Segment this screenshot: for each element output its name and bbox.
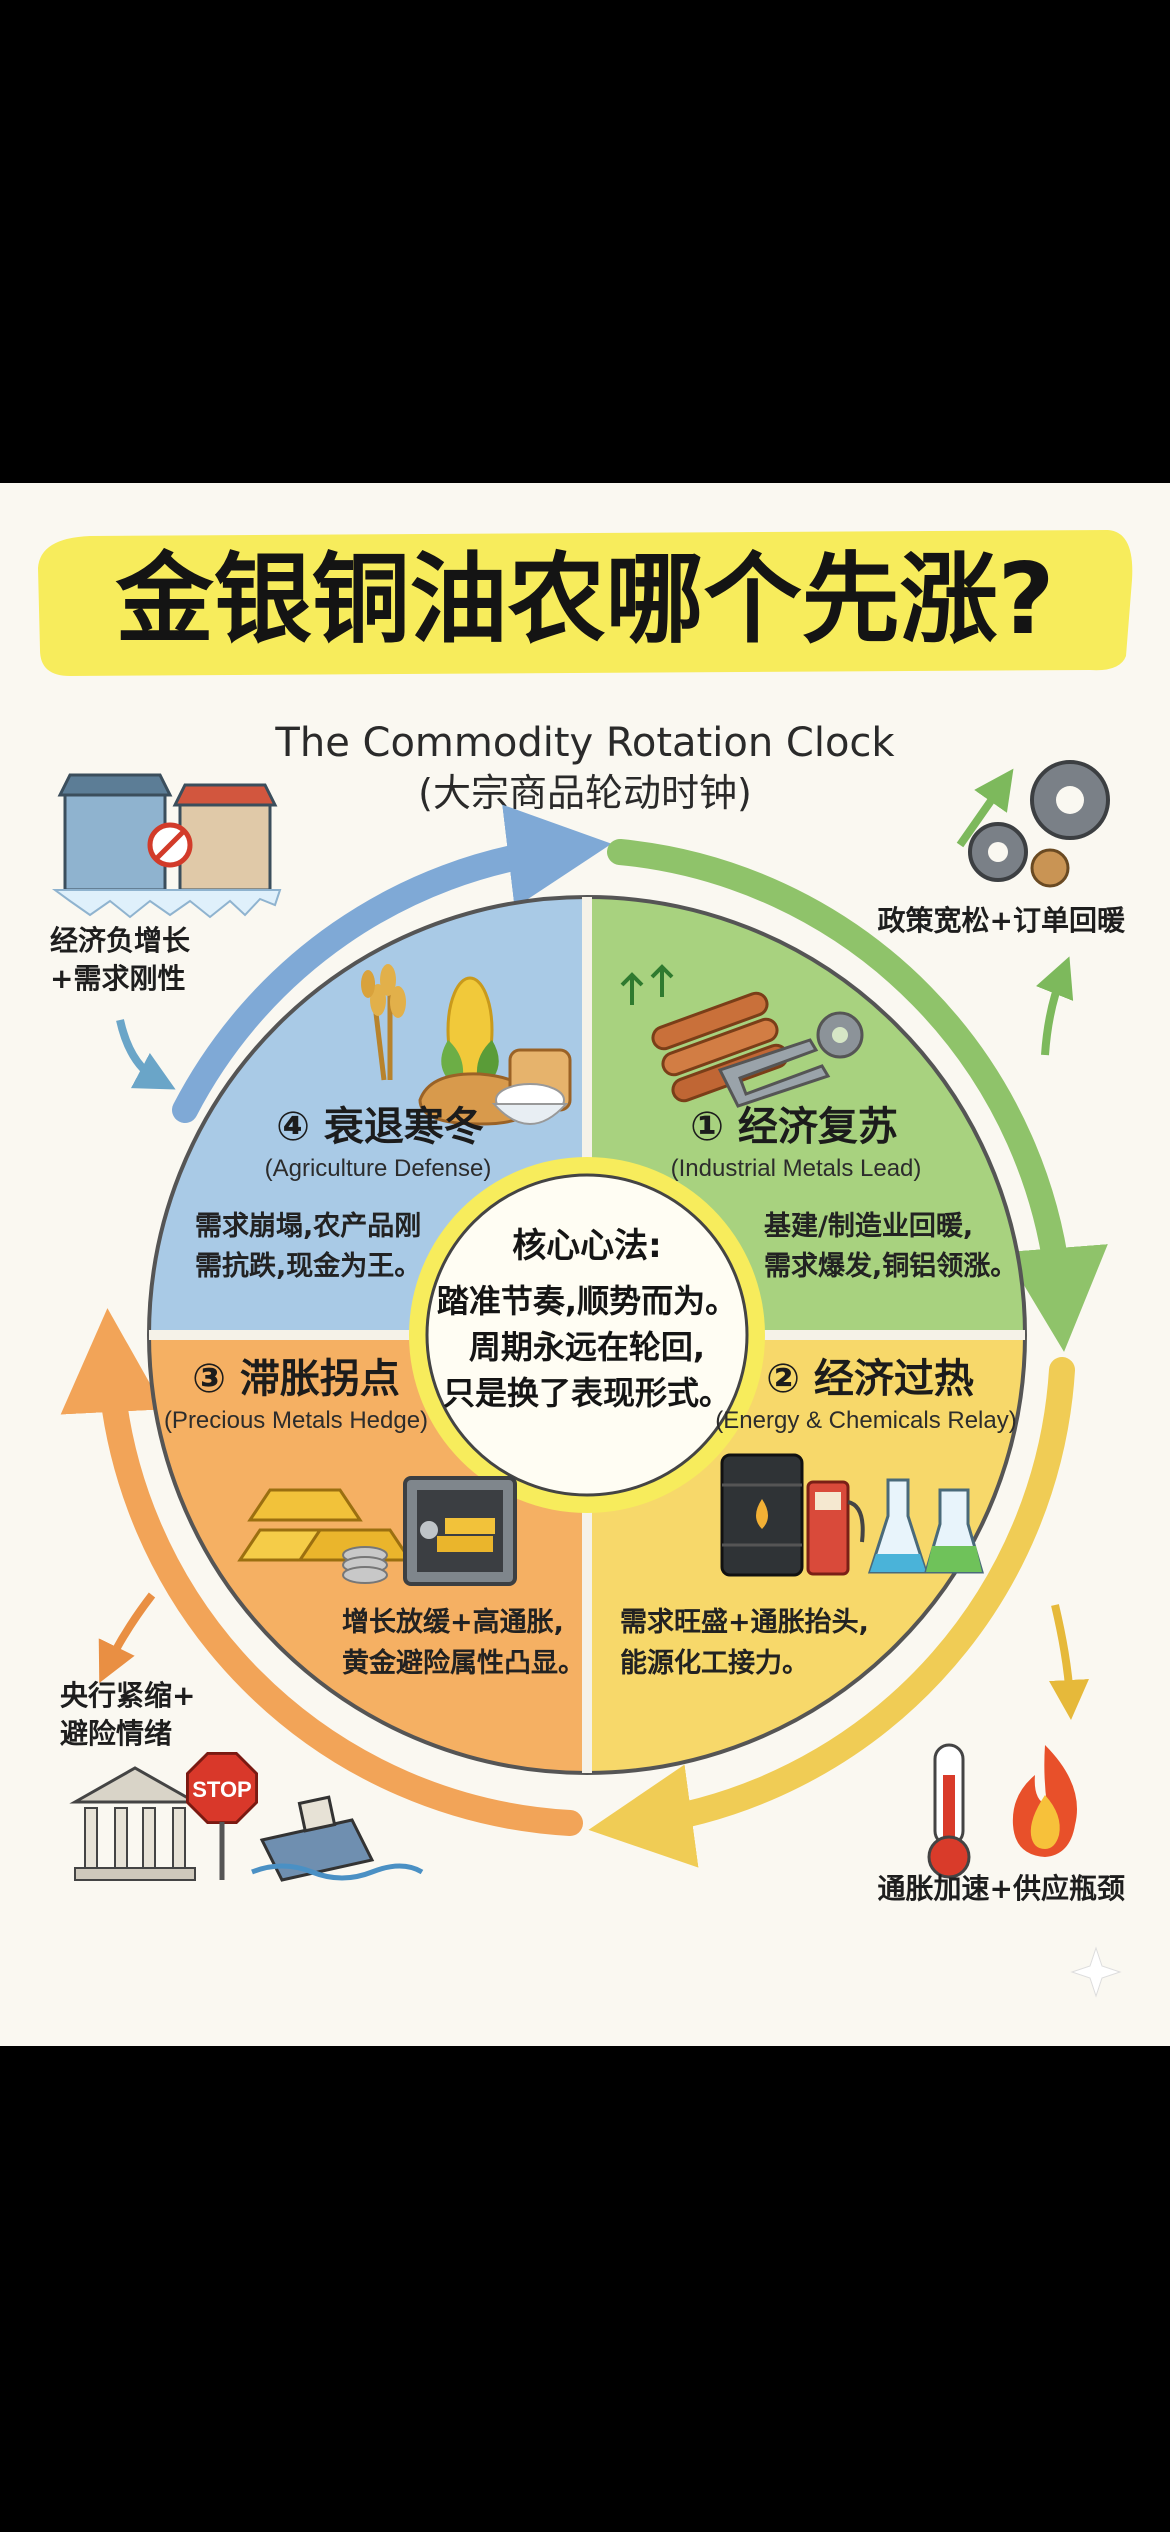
quadrant-1-title: ① 经济复苏 xyxy=(690,1104,898,1150)
arrow-orange-bottom-left xyxy=(60,1308,583,1836)
corner-top-left: 经济负增长 +需求刚性 xyxy=(50,773,282,1090)
core-line-1: 踏准节奏,顺势而为。 xyxy=(437,1282,737,1320)
core-circle xyxy=(425,1173,749,1497)
arrow-yellow-bottom-right xyxy=(588,1357,1075,1868)
sparkle-icon xyxy=(1070,1946,1122,1998)
quadrant-4-desc-2: 需抗跌,现金为王。 xyxy=(195,1250,421,1282)
oil-barrel-icon xyxy=(720,1453,804,1577)
quadrant-1-desc-2: 需求爆发,铜铝领涨。 xyxy=(764,1250,1017,1282)
quadrant-4: ④ 衰退寒冬 (Agriculture Defense) 需求崩塌,农产品刚 需… xyxy=(195,964,572,1282)
arrow-top-right-up xyxy=(1036,956,1074,1056)
core-line-3: 只是换了表现形式。 xyxy=(443,1374,731,1412)
arrow-blue-top-left xyxy=(172,804,612,1123)
wheat-icon xyxy=(361,964,406,1081)
corner-bottom-right: 通胀加速+供应瓶颈 xyxy=(878,1604,1125,1905)
gears-icon xyxy=(968,760,1110,888)
outer-cycle-arrows xyxy=(60,804,1108,1868)
arrow-bottom-right-down xyxy=(1049,1604,1089,1720)
page-title: 金银铜油农哪个先涨? xyxy=(115,543,1055,657)
steel-beam-icon xyxy=(717,1038,831,1108)
stop-sign-icon xyxy=(186,1752,258,1880)
transition-top-left-1: 经济负增长 xyxy=(50,924,190,957)
quadrant-1-desc-1: 基建/制造业回暖, xyxy=(764,1211,973,1242)
corner-bottom-left: 央行紧缩+ 避险情绪 STOP xyxy=(60,1592,424,1882)
arrow-green-top-right xyxy=(607,839,1108,1352)
quadrant-1: ① 经济复苏 (Industrial Metals Lead) 基建/制造业回暖… xyxy=(620,964,1017,1282)
coins-icon xyxy=(342,1546,388,1584)
flame-icon xyxy=(1012,1745,1077,1857)
transition-bottom-left-1: 央行紧缩+ xyxy=(60,1679,195,1712)
quadrant-2-desc-2: 能源化工接力。 xyxy=(620,1647,809,1679)
bank-icon xyxy=(69,1766,201,1881)
quadrant-4-desc-1: 需求崩塌,农产品刚 xyxy=(195,1211,421,1242)
core-line-2: 周期永远在轮回, xyxy=(469,1328,705,1366)
core-heading: 核心心法: xyxy=(512,1226,662,1266)
flask-icon xyxy=(867,1478,984,1574)
quadrant-3: ③ 滞胀拐点 (Precious Metals Hedge) 增长放缓+高通胀,… xyxy=(164,1356,585,1679)
quadrant-1-subtitle: (Industrial Metals Lead) xyxy=(671,1155,922,1182)
subtitle-en: The Commodity Rotation Clock xyxy=(274,720,895,766)
quadrant-2: ② 经济过热 (Energy & Chemicals Relay) 需求旺盛+通… xyxy=(620,1356,1017,1679)
frozen-storefront-icon xyxy=(51,773,282,919)
thermometer-icon xyxy=(927,1743,971,1879)
rice-bowl-icon xyxy=(491,1083,569,1125)
transition-top-right: 政策宽松+订单回暖 xyxy=(878,904,1126,937)
arrow-top-right-upright xyxy=(956,768,1014,848)
arrow-bottom-left-down xyxy=(98,1592,156,1683)
stop-sign-text: STOP xyxy=(192,1777,252,1802)
quadrant-2-subtitle: (Energy & Chemicals Relay) xyxy=(715,1407,1016,1434)
gear-icon xyxy=(816,1011,864,1059)
subtitle-cn: (大宗商品轮动时钟) xyxy=(418,771,752,815)
transition-bottom-right: 通胀加速+供应瓶颈 xyxy=(878,1872,1125,1905)
transition-top-left-2: +需求刚性 xyxy=(50,962,185,995)
quadrant-3-subtitle: (Precious Metals Hedge) xyxy=(164,1407,428,1434)
quadrant-4-title: ④ 衰退寒冬 xyxy=(276,1104,484,1150)
quadrant-2-desc-1: 需求旺盛+通胀抬头, xyxy=(620,1607,869,1638)
quadrant-3-desc-2: 黄金避险属性凸显。 xyxy=(342,1647,585,1679)
quadrant-4-subtitle: (Agriculture Defense) xyxy=(265,1155,492,1182)
safe-icon xyxy=(403,1476,517,1586)
fuel-pump-icon xyxy=(806,1480,865,1576)
up-arrow-icon xyxy=(620,964,674,1005)
sinking-boat-icon xyxy=(251,1795,424,1882)
quadrant-2-title: ② 经济过热 xyxy=(766,1356,974,1402)
transition-bottom-left-2: 避险情绪 xyxy=(60,1717,172,1750)
title-highlight xyxy=(38,530,1133,676)
quadrant-3-desc-1: 增长放缓+高通胀, xyxy=(342,1606,564,1638)
arrow-top-left-down xyxy=(116,1019,176,1090)
corner-top-right: 政策宽松+订单回暖 xyxy=(878,760,1126,1056)
quadrant-3-title: ③ 滞胀拐点 xyxy=(192,1356,400,1402)
